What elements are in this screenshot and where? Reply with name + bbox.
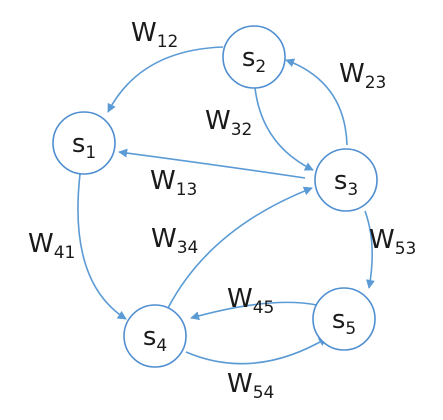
node-s4-letter: s	[143, 322, 157, 352]
svg-text:s1: s1	[72, 129, 96, 163]
edge-w53	[364, 210, 375, 289]
label-w23: W23	[339, 59, 386, 93]
node-s5-index: 5	[345, 319, 356, 339]
node-s5: s5	[312, 287, 376, 351]
node-s2: s2	[222, 25, 286, 89]
label-w53: W53	[369, 225, 416, 259]
label-w41: W41	[28, 229, 75, 263]
svg-text:s3: s3	[334, 166, 358, 200]
edge-w32	[254, 87, 314, 171]
node-s1-index: 1	[85, 143, 96, 163]
node-s2-index: 2	[255, 57, 266, 77]
edge-w41	[77, 173, 127, 320]
label-w13: W13	[150, 166, 197, 200]
node-s4: s4	[123, 304, 187, 368]
label-w54: W54	[227, 369, 274, 403]
label-w32: W32	[205, 106, 252, 140]
node-s4-index: 4	[156, 336, 167, 356]
label-w34: W34	[151, 224, 198, 258]
edge-w54	[185, 337, 328, 365]
svg-text:s2: s2	[242, 43, 266, 77]
node-s2-letter: s	[242, 43, 256, 73]
label-w12: W12	[131, 18, 178, 52]
edge-w13	[118, 148, 306, 179]
svg-text:s5: s5	[332, 305, 356, 339]
node-s3-index: 3	[347, 180, 358, 200]
edge-w34	[167, 186, 313, 309]
edge-w45	[190, 301, 318, 321]
node-s1-letter: s	[72, 129, 86, 159]
node-s1: s1	[52, 111, 116, 175]
edge-w23	[285, 58, 348, 146]
svg-text:s4: s4	[143, 322, 167, 356]
edge-w12	[107, 46, 224, 113]
node-s5-letter: s	[332, 305, 346, 335]
node-s3: s3	[314, 148, 378, 212]
node-s3-letter: s	[334, 166, 348, 196]
label-w45: W45	[227, 284, 274, 318]
